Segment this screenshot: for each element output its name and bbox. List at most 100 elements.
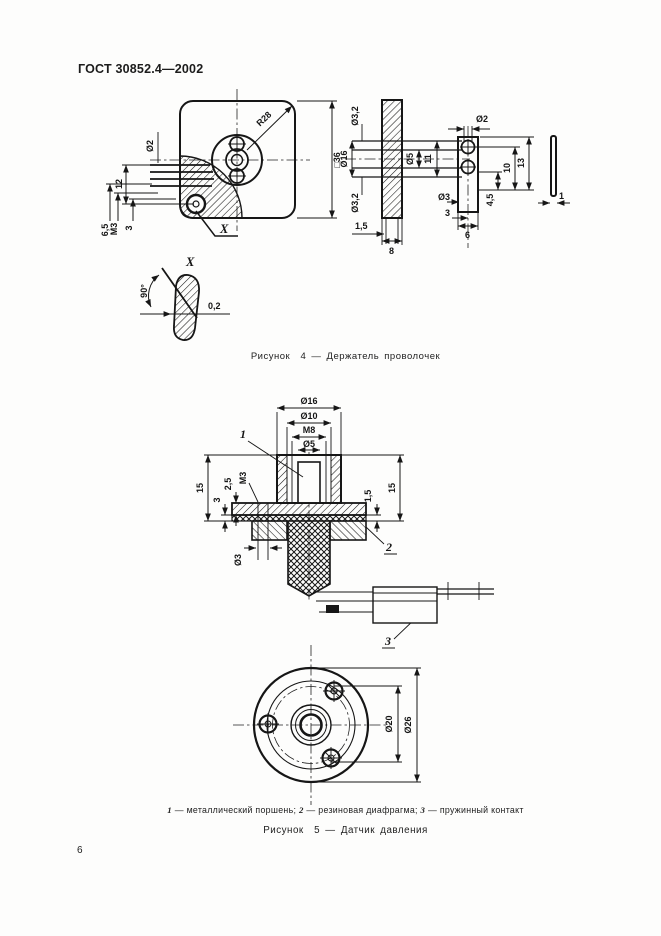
dim-6: 6	[465, 230, 470, 240]
legend-sep: —	[303, 805, 319, 815]
clamp-ring-right	[329, 520, 367, 541]
dim-dia16: Ø16	[339, 150, 349, 167]
part-label-1: 1	[240, 427, 246, 441]
dim-dia5: Ø5	[303, 439, 315, 449]
bolt-marks	[320, 747, 342, 769]
wire-axis-line	[161, 267, 198, 319]
dim-m8: M8	[303, 425, 316, 435]
dim-3: 3	[445, 208, 450, 218]
bolt-circle	[272, 686, 350, 764]
contact-wires	[313, 591, 373, 613]
wire-tip-section	[173, 274, 200, 341]
ext-lines-dims	[311, 667, 421, 783]
dim-m3: M3	[238, 472, 248, 485]
wire-lines	[352, 140, 462, 178]
legend-delim: ;	[415, 805, 421, 815]
detail-ref-label: X	[219, 222, 229, 236]
dim-outer-dia: Ø26	[403, 716, 413, 733]
contact-rod-ticks	[447, 582, 480, 600]
inner-circle	[266, 680, 356, 770]
legend-delim: ;	[293, 805, 299, 815]
detail-title: X	[185, 255, 195, 269]
contact-block-lines	[373, 592, 437, 602]
dim-3: 3	[124, 225, 134, 230]
dim-dia3: Ø3	[438, 192, 450, 202]
ext-lines-square	[297, 100, 337, 219]
ext-lines-lower	[106, 183, 176, 200]
ext-lines-3	[221, 482, 259, 522]
stem-lines	[385, 218, 399, 244]
legend-text-2: резиновая диафрагма	[318, 805, 416, 815]
clamp-ring-left	[251, 520, 288, 541]
bolt-top-right	[323, 680, 345, 702]
bolt-marks	[323, 680, 345, 702]
legend-num-3: 3	[420, 805, 426, 815]
bolt-bottom-right	[320, 747, 342, 769]
contact-block	[372, 586, 438, 624]
strip-outline	[457, 136, 479, 213]
dim-2-5: 2,5	[223, 478, 233, 491]
diaphragm-layer	[231, 514, 367, 522]
fig4-plate-view: R28 □36 Ø2 12 6,5 M3 3 X	[100, 89, 342, 237]
dim-4-5: 4,5	[485, 194, 495, 207]
leader-part-2	[365, 526, 397, 555]
dim-hole-top: Ø3,2	[350, 106, 360, 126]
figure5-legend: 1 — металлический поршень; 2 — резиновая…	[0, 805, 661, 815]
dim-square-size: □36	[332, 152, 342, 167]
dim-13: 13	[516, 158, 526, 168]
dim-8: 8	[389, 246, 394, 256]
rubber-column	[287, 520, 331, 597]
figure4-caption: Рисунок 4 — Держатель проволочек	[250, 351, 441, 362]
dim-dia3: Ø3	[233, 554, 243, 566]
ext-lines-right	[476, 136, 534, 191]
piston-rod	[297, 461, 321, 504]
part-label-2: 2	[385, 540, 392, 554]
cylinder-wall-left	[276, 454, 288, 504]
cylinder-wall-right	[330, 454, 342, 504]
part-label-3: 3	[384, 634, 391, 648]
section-body	[381, 99, 403, 219]
dim-dia16: Ø16	[300, 396, 317, 406]
fig5-section-view: Ø16 Ø10 M8 Ø5 Ø3 15 2,5 M3 3 15	[195, 396, 494, 649]
wire-leads	[150, 164, 214, 187]
dim-corner-radius: R28	[255, 110, 274, 129]
fig4-strip-view: Ø2 13 10 4,5 Ø3 3 6 1	[438, 114, 570, 248]
legend-text-3: пружинный контакт	[439, 805, 524, 815]
ext-lines-6	[457, 212, 479, 230]
hub-mid	[295, 709, 327, 741]
m3-screw-lines	[257, 503, 269, 560]
dim-dia5: Ø5	[405, 153, 415, 165]
legend-sep: —	[425, 805, 440, 815]
page-number: 6	[77, 845, 83, 856]
bolt-left	[257, 713, 279, 735]
dim-3: 3	[212, 497, 222, 502]
dim-dia10: Ø10	[300, 411, 317, 421]
fig4-detail-x-view: X 90° 0,2	[139, 255, 230, 341]
ext-lines-right	[341, 454, 404, 522]
dim-6-5: 6,5	[100, 224, 110, 237]
figure5-caption: Рисунок 5 — Датчик давления	[263, 825, 428, 836]
dim-hole-dia: Ø2	[476, 114, 488, 124]
fig4-section-view: Ø16 Ø3,2 Ø3,2 Ø5 11 1,5 8	[339, 99, 470, 256]
bolt-marks	[257, 713, 279, 735]
dim-15-left: 15	[195, 483, 205, 493]
dim-15-right: 15	[387, 483, 397, 493]
hole-middle-inner	[230, 153, 244, 167]
thread-lines	[291, 455, 327, 503]
contact-rod	[437, 588, 494, 595]
dim-angle: 90°	[139, 284, 149, 298]
flange-plate	[231, 502, 367, 516]
dim-m3: M3	[109, 223, 119, 236]
detail-ref-leader	[195, 210, 238, 237]
leader-part-1	[247, 440, 304, 478]
contact-pad	[326, 605, 339, 613]
dim-11: 11	[423, 154, 433, 164]
legend-num-2: 2	[298, 805, 304, 815]
dim-thickness: 1	[559, 191, 564, 201]
dim-edge-gap: 0,2	[208, 301, 221, 311]
fig5-bottom-view: Ø20 Ø26	[233, 645, 421, 805]
legend-num-1: 1	[167, 805, 172, 815]
angle-arc	[145, 274, 160, 308]
hole-crosshairs	[228, 135, 246, 185]
